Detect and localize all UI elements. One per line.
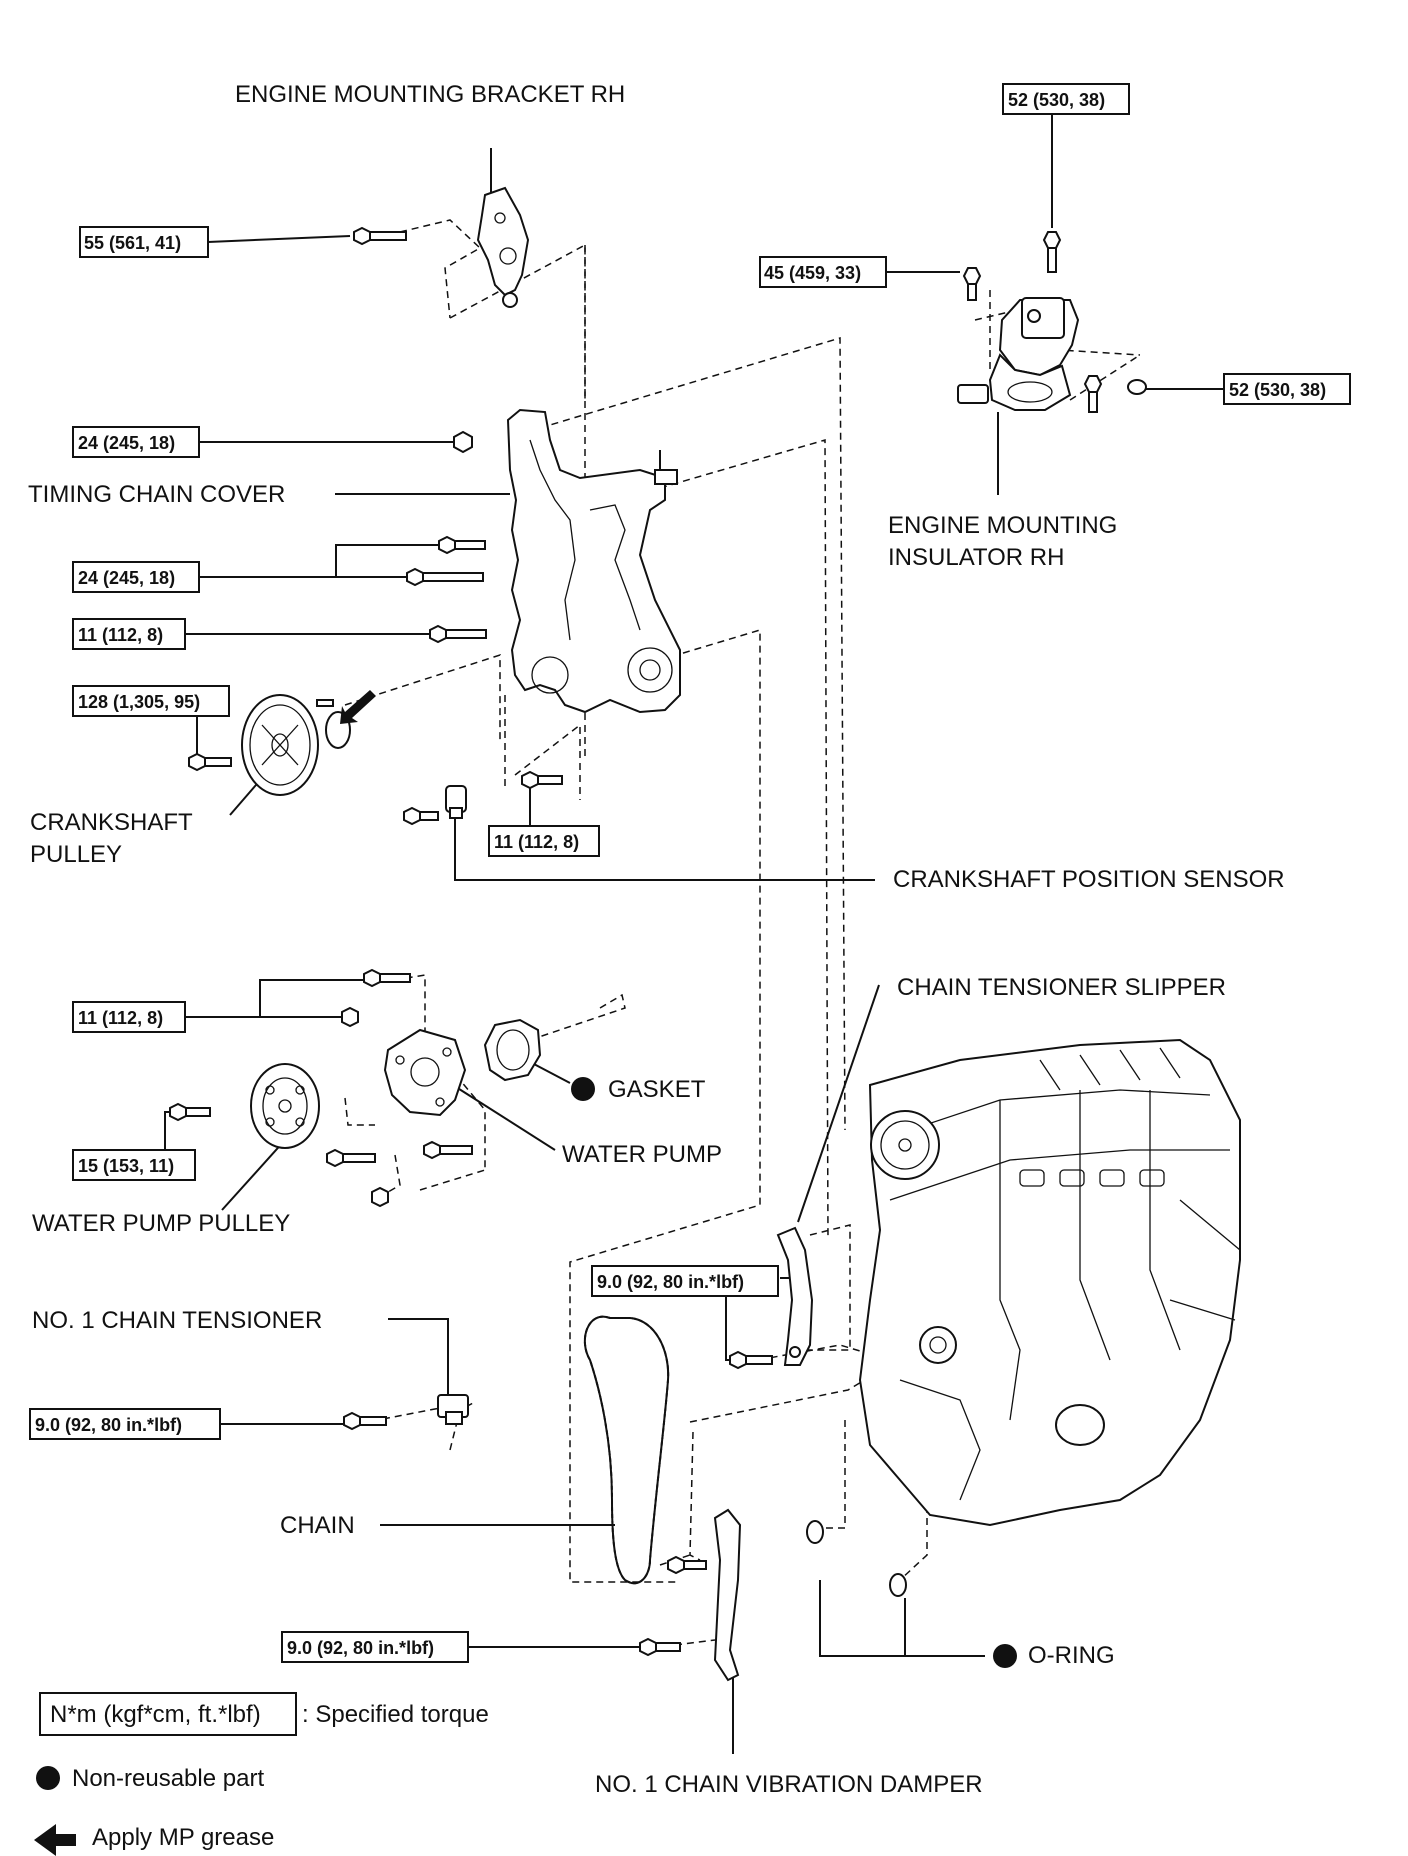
torque-box-cover-bolts-mid: 24 (245, 18) bbox=[72, 561, 200, 593]
crankshaft-pulley-part bbox=[241, 694, 351, 796]
svg-text:15 (153, 11): 15 (153, 11) bbox=[78, 1156, 174, 1176]
torque-box-cover-bolt-11: 11 (112, 8) bbox=[72, 618, 186, 650]
svg-text:52 (530, 38): 52 (530, 38) bbox=[1008, 90, 1105, 110]
svg-text:9.0 (92, 80 in.*lbf): 9.0 (92, 80 in.*lbf) bbox=[597, 1272, 744, 1292]
bolt-icons bbox=[188, 226, 1147, 826]
label-crankshaft-position-sensor: CRANKSHAFT POSITION SENSOR bbox=[893, 866, 1285, 893]
label-engine-mounting-insulator-line1: ENGINE MOUNTING bbox=[888, 512, 1117, 539]
torque-box-crank-pulley-bolt: 128 (1,305, 95) bbox=[72, 685, 230, 717]
label-no1-chain-tensioner: NO. 1 CHAIN TENSIONER bbox=[32, 1307, 322, 1334]
no1-chain-tensioner-part bbox=[437, 1394, 469, 1425]
svg-text:: Specified torque: : Specified torque bbox=[302, 1701, 489, 1728]
water-pump-part bbox=[383, 1028, 467, 1117]
label-o-ring: O-RING bbox=[1028, 1642, 1115, 1669]
torque-box-damper-bolt: 9.0 (92, 80 in.*lbf) bbox=[281, 1631, 469, 1663]
svg-text:24 (245, 18): 24 (245, 18) bbox=[78, 433, 175, 453]
engine-mounting-insulator-rh-part bbox=[957, 297, 1080, 411]
svg-text:9.0 (92, 80 in.*lbf): 9.0 (92, 80 in.*lbf) bbox=[35, 1415, 182, 1435]
bolt-insulator-mid bbox=[1083, 375, 1103, 413]
svg-text:Apply MP grease: Apply MP grease bbox=[92, 1824, 274, 1851]
label-engine-mounting-bracket-rh: ENGINE MOUNTING BRACKET RH bbox=[235, 81, 625, 108]
label-water-pump: WATER PUMP bbox=[562, 1141, 722, 1168]
svg-text:11 (112, 8): 11 (112, 8) bbox=[494, 832, 579, 852]
bolt-slipper bbox=[729, 1350, 773, 1370]
bolt-crank-pulley bbox=[188, 752, 232, 772]
torque-box-slipper-bolt: 9.0 (92, 80 in.*lbf) bbox=[591, 1265, 779, 1297]
bolt-cover-mid-1 bbox=[438, 535, 486, 555]
svg-text:9.0 (92, 80 in.*lbf): 9.0 (92, 80 in.*lbf) bbox=[287, 1638, 434, 1658]
leader-lines bbox=[164, 114, 1224, 1754]
non-reusable-dot-icon bbox=[36, 1766, 60, 1790]
water-pump-pulley-part bbox=[250, 1063, 320, 1149]
mp-grease-arrow-icon bbox=[340, 690, 376, 724]
svg-text:128 (1,305, 95): 128 (1,305, 95) bbox=[78, 692, 200, 712]
non-reusable-dot-gasket bbox=[571, 1077, 595, 1101]
no1-chain-vibration-damper-part bbox=[713, 1508, 742, 1682]
mp-grease-arrow-icon bbox=[34, 1824, 76, 1856]
torque-box-insulator-left: 45 (459, 33) bbox=[759, 256, 887, 288]
legend-non-reusable: Non-reusable part bbox=[36, 1765, 264, 1792]
bolt-insulator-top bbox=[1042, 231, 1062, 273]
svg-text:24 (245, 18): 24 (245, 18) bbox=[78, 568, 175, 588]
svg-text:11 (112, 8): 11 (112, 8) bbox=[78, 1008, 163, 1028]
torque-box-water-pump-pulley-bolt: 15 (153, 11) bbox=[72, 1149, 196, 1181]
engine-block-part bbox=[858, 1038, 1241, 1527]
label-chain: CHAIN bbox=[280, 1512, 355, 1539]
legend: N*m (kgf*cm, ft.*lbf) : Specified torque… bbox=[34, 1692, 489, 1856]
label-crankshaft-pulley-line2: PULLEY bbox=[30, 841, 122, 868]
bolt-insulator-left bbox=[962, 267, 982, 301]
timing-chain-cover-part bbox=[506, 408, 681, 714]
o-ring-parts bbox=[806, 1520, 907, 1597]
bolt-sensor bbox=[403, 806, 439, 826]
non-reusable-dot-o-ring bbox=[993, 1644, 1017, 1668]
bolt-cover-11 bbox=[429, 624, 487, 644]
torque-box-cover-bolt-lower: 11 (112, 8) bbox=[488, 825, 600, 857]
legend-torque: N*m (kgf*cm, ft.*lbf) : Specified torque bbox=[39, 1692, 489, 1736]
water-pump-fasteners bbox=[169, 968, 473, 1208]
label-engine-mounting-insulator-line2: INSULATOR RH bbox=[888, 544, 1064, 571]
torque-box-tensioner-bolt: 9.0 (92, 80 in.*lbf) bbox=[29, 1408, 221, 1440]
torque-box-water-pump-bolts: 11 (112, 8) bbox=[72, 1001, 186, 1033]
label-timing-chain-cover: TIMING CHAIN COVER bbox=[28, 481, 285, 508]
bolt-bracket bbox=[353, 226, 407, 246]
torque-box-bracket-bolt: 55 (561, 41) bbox=[79, 226, 209, 258]
svg-text:N*m (kgf*cm, ft.*lbf): N*m (kgf*cm, ft.*lbf) bbox=[50, 1701, 261, 1728]
label-gasket: GASKET bbox=[608, 1076, 706, 1103]
bolt-cover-mid-2 bbox=[406, 567, 484, 587]
bolt-chain bbox=[667, 1555, 707, 1575]
svg-text:11 (112, 8): 11 (112, 8) bbox=[78, 625, 163, 645]
engine-mounting-bracket-rh-part bbox=[476, 186, 530, 308]
svg-text:Non-reusable part: Non-reusable part bbox=[72, 1765, 264, 1792]
bolt-cover-lower bbox=[521, 770, 563, 790]
crankshaft-position-sensor-part bbox=[445, 785, 467, 819]
svg-text:45 (459, 33): 45 (459, 33) bbox=[764, 263, 861, 283]
label-crankshaft-pulley-line1: CRANKSHAFT bbox=[30, 809, 193, 836]
torque-box-insulator-right: 52 (530, 38) bbox=[1223, 373, 1351, 405]
label-water-pump-pulley: WATER PUMP PULLEY bbox=[32, 1210, 290, 1237]
bolt-tensioner bbox=[343, 1411, 387, 1431]
bolt-damper bbox=[639, 1637, 681, 1657]
nut-cover-top bbox=[453, 430, 473, 454]
chain-tensioner-slipper-part bbox=[776, 1226, 814, 1366]
gasket-part bbox=[483, 1018, 542, 1082]
legend-mp-grease: Apply MP grease bbox=[34, 1824, 274, 1856]
svg-text:52 (530, 38): 52 (530, 38) bbox=[1229, 380, 1326, 400]
label-no1-chain-vibration-damper: NO. 1 CHAIN VIBRATION DAMPER bbox=[595, 1771, 983, 1798]
torque-box-cover-nut-top: 24 (245, 18) bbox=[72, 426, 200, 458]
torque-box-insulator-top: 52 (530, 38) bbox=[1002, 83, 1130, 115]
nut-insulator-right bbox=[1127, 379, 1147, 395]
chain-part bbox=[583, 1315, 670, 1585]
svg-text:55 (561, 41): 55 (561, 41) bbox=[84, 233, 181, 253]
label-chain-tensioner-slipper: CHAIN TENSIONER SLIPPER bbox=[897, 974, 1226, 1001]
